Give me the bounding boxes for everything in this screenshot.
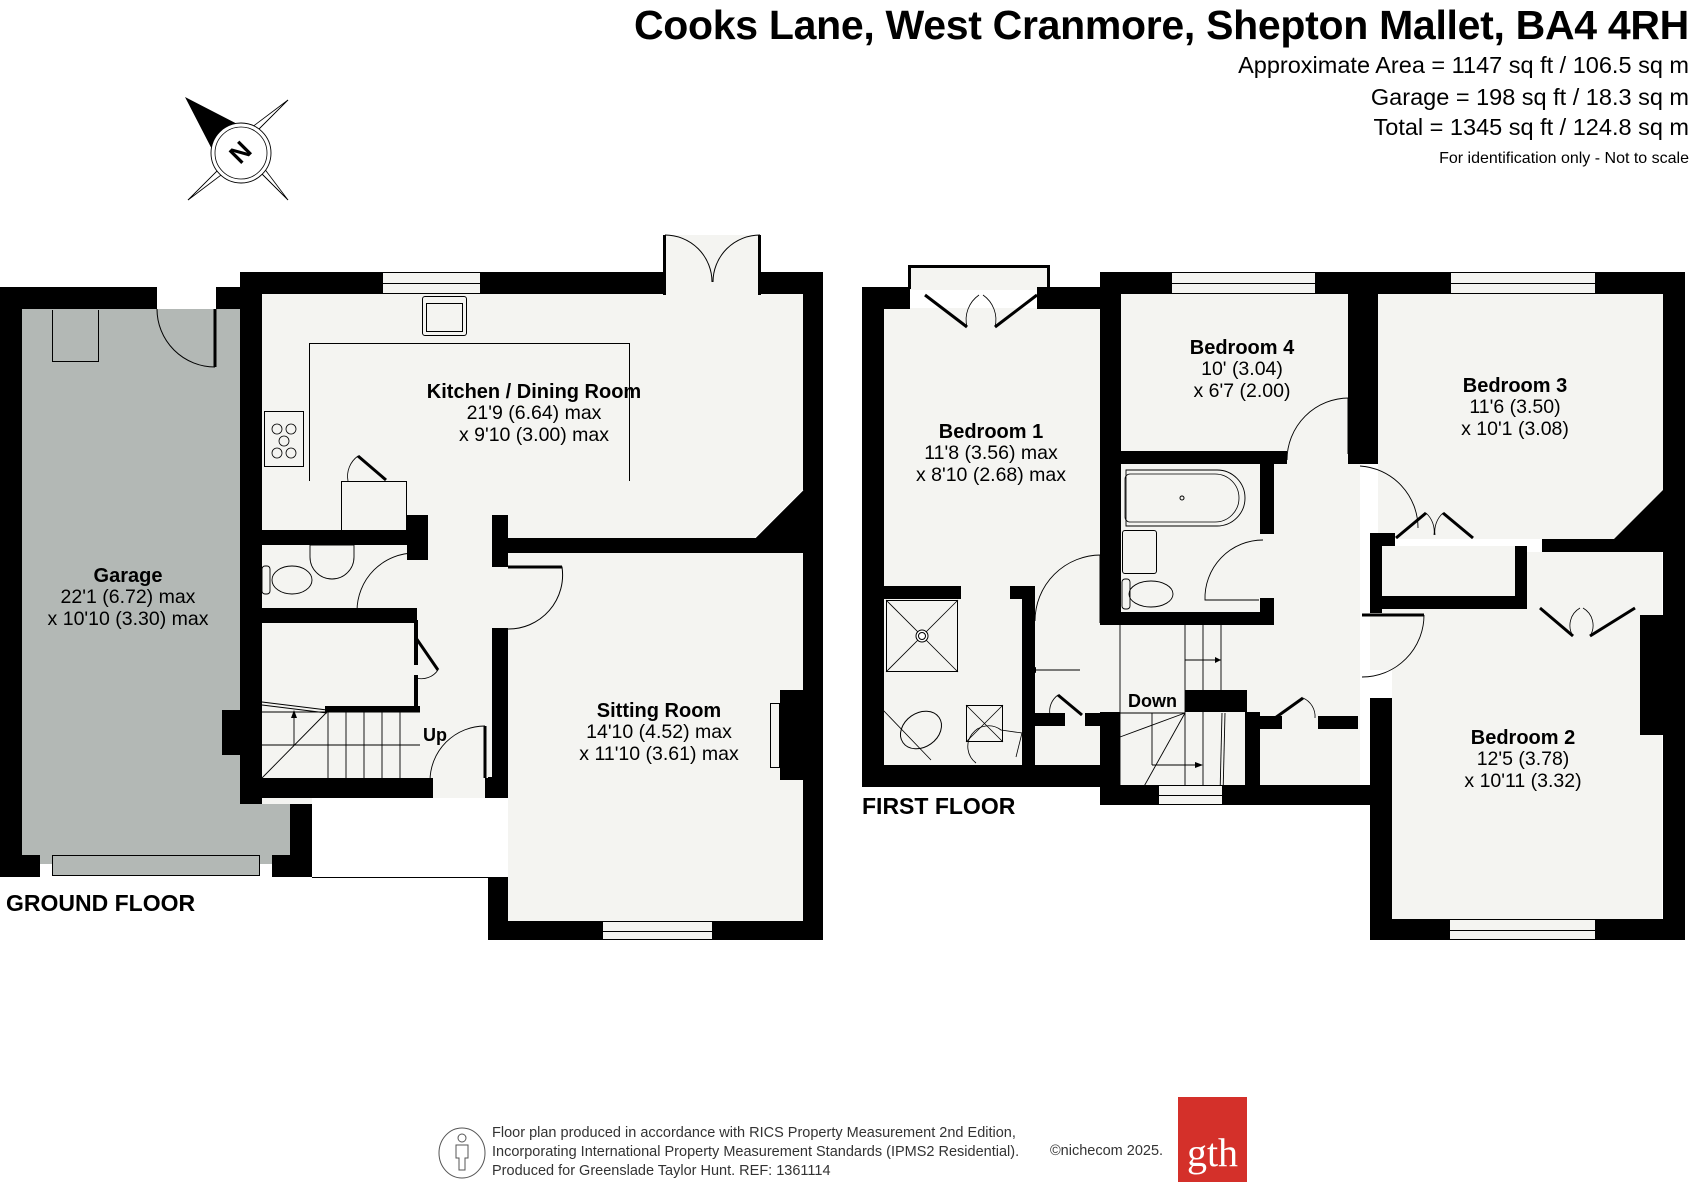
bath-icon — [1124, 469, 1246, 527]
ensuite-toilet-icon — [882, 709, 942, 761]
rics-statement: Floor plan produced in accordance with R… — [492, 1125, 1020, 1179]
wc-toilet-icon — [261, 565, 313, 595]
stairs-up-label: Up — [423, 725, 447, 745]
bedroom-3 — [1378, 294, 1663, 539]
ipms-person-icon — [438, 1127, 486, 1179]
room-label-sitting-room: Sitting Room 14'10 (4.52) max x 11'10 (3… — [579, 700, 739, 766]
garage-area: Garage = 198 sq ft / 18.3 sq m — [1370, 84, 1689, 110]
room-label-bedroom-1: Bedroom 1 11'8 (3.56) max x 8'10 (2.68) … — [915, 421, 1067, 487]
cooker-hob — [264, 411, 304, 467]
gth-logo: gth — [1178, 1097, 1247, 1182]
room-label-kitchen-dining: Kitchen / Dining Room 21'9 (6.64) max x … — [426, 381, 642, 447]
total-area: Total = 1345 sq ft / 124.8 sq m — [1373, 114, 1689, 140]
bedroom1-wardrobe — [924, 293, 1038, 329]
bathroom-toilet-icon — [1121, 578, 1174, 610]
north-compass-icon: N — [185, 97, 289, 201]
property-address-title: Cooks Lane, West Cranmore, Shepton Malle… — [633, 2, 1689, 48]
ground-wc — [262, 545, 407, 610]
stairs-up-icon — [261, 701, 420, 779]
kitchen-sink — [422, 296, 467, 336]
approximate-area: Approximate Area = 1147 sq ft / 106.5 sq… — [1238, 52, 1689, 78]
first-floor-label: FIRST FLOOR — [862, 793, 1016, 819]
bedroom-2 — [1392, 552, 1662, 919]
ground-floor-label: GROUND FLOOR — [6, 890, 196, 916]
room-label-bedroom-3: Bedroom 3 11'6 (3.50) x 10'1 (3.08) — [1461, 375, 1569, 441]
stairs-down-icon — [1028, 625, 1226, 796]
nichecom-copyright: ©nichecom 2025. — [1050, 1143, 1164, 1159]
front-door[interactable] — [429, 725, 490, 782]
room-label-garage: Garage 22'1 (6.72) max x 10'10 (3.30) ma… — [47, 565, 209, 631]
bathroom-basin — [1122, 530, 1157, 574]
sitting-room — [508, 553, 803, 921]
stairs-down-label: Down — [1128, 691, 1177, 711]
wc-basin-icon — [309, 544, 355, 580]
room-label-bedroom-2: Bedroom 2 12'5 (3.78) x 10'11 (3.32) — [1464, 727, 1582, 793]
fireplace — [770, 703, 780, 768]
scale-disclaimer: For identification only - Not to scale — [1439, 150, 1689, 167]
room-label-bedroom-4: Bedroom 4 10' (3.04) x 6'7 (2.00) — [1189, 337, 1295, 403]
shower-tray — [886, 600, 958, 672]
garage-floor — [22, 309, 240, 864]
bedroom-4 — [1121, 294, 1366, 451]
kitchen-worktop — [309, 343, 630, 481]
patio-doors — [665, 235, 760, 295]
garage-door — [52, 855, 260, 876]
